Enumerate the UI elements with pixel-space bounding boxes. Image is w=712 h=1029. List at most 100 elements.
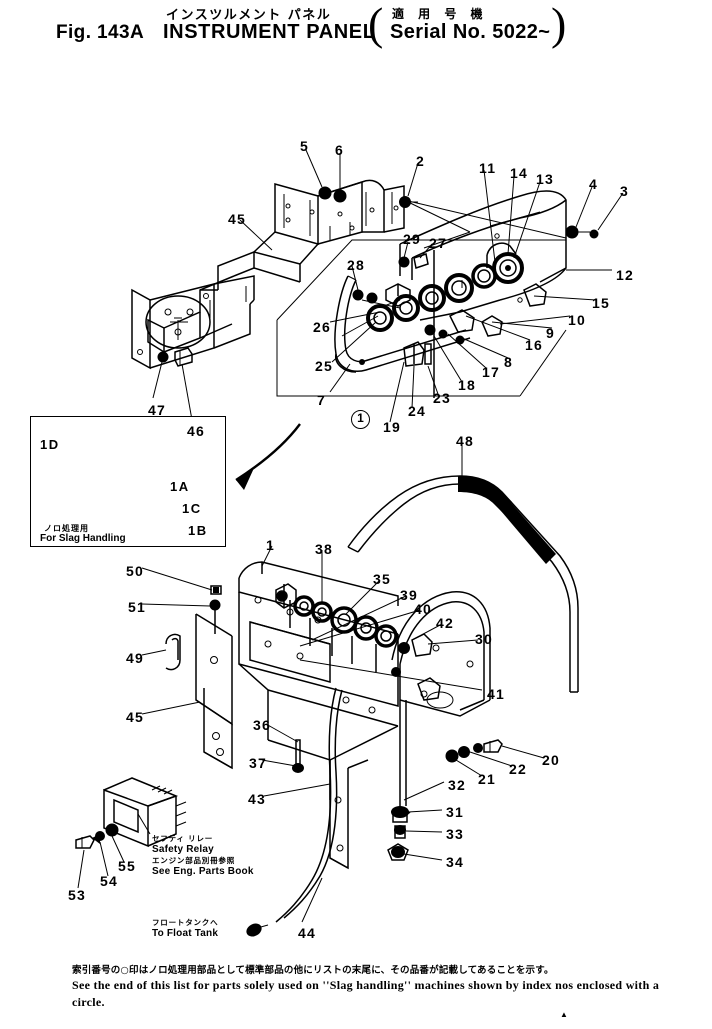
callout-number-25: 25 xyxy=(315,358,333,374)
callout-number-18: 18 xyxy=(458,377,476,393)
callout-number-55: 55 xyxy=(118,858,136,874)
relay-fasteners xyxy=(75,823,119,849)
engine-parts-book-note-english: See Eng. Parts Book xyxy=(152,866,254,877)
callout-number-16: 16 xyxy=(525,337,543,353)
callout-number-21: 21 xyxy=(478,771,496,787)
callout-number-36: 36 xyxy=(253,717,271,733)
callout-number-48: 48 xyxy=(456,433,474,449)
safety-relay-note-english: Safety Relay xyxy=(152,844,214,855)
callout-number-41: 41 xyxy=(487,686,505,702)
callout-number-45: 45 xyxy=(228,211,246,227)
callout-number-50: 50 xyxy=(126,563,144,579)
inset-pointer-arrow xyxy=(235,423,301,490)
callout-number-34: 34 xyxy=(446,854,464,870)
callout-number-24: 24 xyxy=(408,403,426,419)
engine-parts-book-note-japanese: エンジン部品別冊参照 xyxy=(152,856,235,865)
inset-callout-1B: 1B xyxy=(188,523,208,538)
panel-support-bracket xyxy=(329,759,369,870)
title-japanese: インスツルメント パネル xyxy=(166,8,332,23)
handle-grip xyxy=(458,476,556,564)
callout-number-51: 51 xyxy=(128,599,146,615)
inset-callout-1C: 1C xyxy=(182,501,202,516)
callout-number-42: 42 xyxy=(436,615,454,631)
callout-number-19: 19 xyxy=(383,419,401,435)
callout-number-20: 20 xyxy=(542,752,560,768)
inset-caption-english: For Slag Handling xyxy=(40,533,126,544)
fastener-4-3 xyxy=(565,225,599,239)
circled-callout-number-1: 1 xyxy=(351,410,370,429)
part-24-23 xyxy=(403,341,432,367)
inset-callout-1D: 1D xyxy=(40,437,60,452)
safety-relay-note-japanese: セフティ リレー xyxy=(152,834,214,843)
fastener-28 xyxy=(352,289,364,301)
callout-number-2: 2 xyxy=(416,153,425,169)
slag-handling-inset-box xyxy=(30,416,226,547)
callout-number-39: 39 xyxy=(400,587,418,603)
footer-mark: ▲ xyxy=(560,1010,568,1019)
left-gauge-housing xyxy=(131,275,255,370)
serial-label-japanese: 適 用 号 機 xyxy=(392,7,488,21)
panel-gauge-cluster xyxy=(275,583,410,677)
callout-number-7: 7 xyxy=(317,392,326,408)
paren-left: ( xyxy=(368,0,384,49)
callout-number-14: 14 xyxy=(510,165,528,181)
callout-number-27: 27 xyxy=(429,235,447,251)
cable-clip-49 xyxy=(165,633,181,671)
serial-number-range: Serial No. 5022~ xyxy=(390,21,551,43)
fasteners-50-51 xyxy=(209,585,222,634)
callout-number-47: 47 xyxy=(148,402,166,418)
to-float-tank-note-japanese: フロートタンクへ xyxy=(152,918,219,927)
callout-number-53: 53 xyxy=(68,887,86,903)
callout-number-1: 1 xyxy=(266,537,275,553)
callout-number-11: 11 xyxy=(479,160,497,176)
callout-number-40: 40 xyxy=(414,601,432,617)
gauge-switch-row xyxy=(366,242,547,345)
callout-number-15: 15 xyxy=(592,295,610,311)
paren-right: ) xyxy=(551,0,567,49)
callout-number-44: 44 xyxy=(298,925,316,941)
fastener-2 xyxy=(399,196,418,208)
housing-bolts xyxy=(157,347,193,367)
callout-number-10: 10 xyxy=(568,312,586,328)
callout-number-30: 30 xyxy=(475,631,493,647)
leader-lines xyxy=(77,149,624,931)
page-header: Fig. 143A インスツルメント パネル INSTRUMENT PANEL … xyxy=(0,0,712,56)
rod-and-fasteners xyxy=(387,700,411,861)
fastener-5-6 xyxy=(319,187,346,202)
serial-range-group: ( 適 用 号 機 Serial No. 5022~ ) xyxy=(368,0,567,49)
callout-number-6: 6 xyxy=(335,142,344,158)
callout-number-33: 33 xyxy=(446,826,464,842)
callout-number-4: 4 xyxy=(589,176,598,192)
callout-number-32: 32 xyxy=(448,777,466,793)
callout-number-45: 45 xyxy=(126,709,144,725)
callout-number-35: 35 xyxy=(373,571,391,587)
fastener-29-27 xyxy=(398,253,429,269)
safety-relay-box xyxy=(103,777,179,848)
fasteners-20-21-22 xyxy=(445,739,503,763)
figure-number: Fig. 143A xyxy=(56,22,145,43)
footer-note-english: See the end of this list for parts solel… xyxy=(72,978,660,1009)
callout-number-5: 5 xyxy=(300,138,309,154)
footer-note-japanese: 索引番号の○印はノロ処理用部品として標準部品の他にリストの末尾に、その品番が記載… xyxy=(72,965,554,976)
callout-number-37: 37 xyxy=(249,755,267,771)
callout-number-31: 31 xyxy=(446,804,464,820)
callout-number-23: 23 xyxy=(433,390,451,406)
callout-number-13: 13 xyxy=(536,171,554,187)
callout-number-26: 26 xyxy=(313,319,331,335)
callout-number-12: 12 xyxy=(616,267,634,283)
detail-guide-rail xyxy=(334,275,471,373)
detail-enclosure xyxy=(276,239,567,397)
panel-side-guard xyxy=(391,591,491,717)
bracket-detail-lines xyxy=(177,192,399,340)
inset-caption-japanese: ノロ処理用 xyxy=(44,524,89,533)
callout-number-43: 43 xyxy=(248,791,266,807)
callout-number-49: 49 xyxy=(126,650,144,666)
fastener-36-37 xyxy=(292,739,304,773)
callout-number-46: 46 xyxy=(187,423,205,439)
inset-callout-1A: 1A xyxy=(170,479,190,494)
callout-number-38: 38 xyxy=(315,541,333,557)
